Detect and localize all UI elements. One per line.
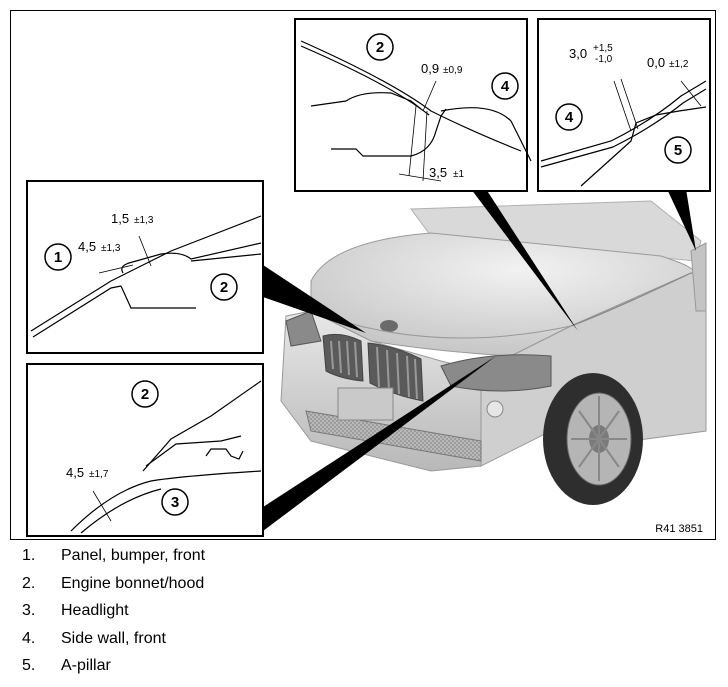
callout-2: 2 (210, 273, 238, 301)
callout-3-label: 3 (171, 494, 179, 511)
callout-5: 5 (664, 136, 692, 164)
legend-item: 5. A-pillar (22, 655, 111, 677)
legend-label: Headlight (61, 602, 129, 619)
car-foglight (486, 400, 504, 418)
car-grille (322, 333, 424, 402)
callout-4: 4 (491, 72, 519, 100)
callout-5-label: 5 (674, 142, 682, 159)
legend-number: 2. (22, 575, 36, 592)
illustration-svg: 2 4 0,9 ±0,9 3,5 ±1 4 (26, 18, 711, 537)
callout-2: 2 (131, 380, 159, 408)
figure-reference-code: R41 3851 (655, 523, 703, 535)
illustration-frame: 2 4 0,9 ±0,9 3,5 ±1 4 (10, 10, 716, 540)
detail-bottom-left: 2 3 4,5 ±1,7 (26, 363, 264, 537)
car-badge (380, 320, 398, 332)
legend-number: 5. (22, 657, 36, 674)
dim-flush-tolerance: ±1 (453, 169, 464, 180)
dim-gap-value: 1,5 (111, 211, 129, 226)
dim-flush-value: 3,5 (429, 165, 447, 180)
dim-gap-value: 4,5 (66, 465, 84, 480)
callout-2-label: 2 (376, 39, 384, 56)
legend-item: 2. Engine bonnet/hood (22, 573, 204, 595)
callout-4: 4 (555, 103, 583, 131)
car-left-headlight (285, 310, 322, 347)
car-a-pillar (690, 242, 707, 312)
car-headlight (440, 354, 552, 392)
legend-label: Engine bonnet/hood (61, 575, 205, 592)
dim-offset-value: 3,0 (569, 46, 587, 61)
legend-item: 4. Side wall, front (22, 628, 166, 650)
legend-number: 1. (22, 547, 36, 564)
callout-1: 1 (44, 243, 72, 271)
car-plate (337, 387, 394, 421)
callout-2: 2 (366, 33, 394, 61)
legend-label: Side wall, front (61, 630, 166, 647)
car-illustration (280, 200, 707, 505)
detail-top-right: 4 5 3,0 +1,5 -1,0 0,0 ±1,2 (537, 18, 711, 192)
legend-number: 3. (22, 602, 36, 619)
legend-item: 1. Panel, bumper, front (22, 545, 205, 567)
car-wheel (543, 373, 643, 505)
dim-offset-tol-upper: +1,5 (593, 43, 613, 54)
dim-gap-tolerance: ±1,7 (89, 469, 109, 480)
dim-flush-tolerance: ±1,3 (101, 243, 121, 254)
dim-gap-value: 0,9 (421, 61, 439, 76)
car-lower-grille (305, 410, 482, 462)
callout-1-label: 1 (54, 249, 62, 266)
detail-middle-left: 1 2 1,5 ±1,3 4,5 ±1,3 (26, 180, 264, 354)
detail-top-middle: 2 4 0,9 ±0,9 3,5 ±1 (294, 18, 532, 192)
callout-3: 3 (161, 488, 189, 516)
callout-2-label: 2 (220, 279, 228, 296)
dim-gap-tolerance: ±1,3 (134, 215, 154, 226)
dim-flush-tolerance: ±1,2 (669, 59, 689, 70)
legend-label: Panel, bumper, front (61, 547, 206, 564)
callout-4-label: 4 (501, 78, 510, 95)
callout-4-label: 4 (565, 109, 574, 126)
legend-number: 4. (22, 630, 36, 647)
dim-flush-value: 4,5 (78, 239, 96, 254)
dim-gap-tolerance: ±0,9 (443, 65, 463, 76)
dim-flush-value: 0,0 (647, 55, 665, 70)
callout-2-label: 2 (141, 386, 149, 403)
legend-label: A-pillar (61, 657, 111, 674)
legend-item: 3. Headlight (22, 600, 129, 622)
callout-wedges (263, 189, 696, 531)
dim-offset-tol-lower: -1,0 (595, 54, 613, 65)
